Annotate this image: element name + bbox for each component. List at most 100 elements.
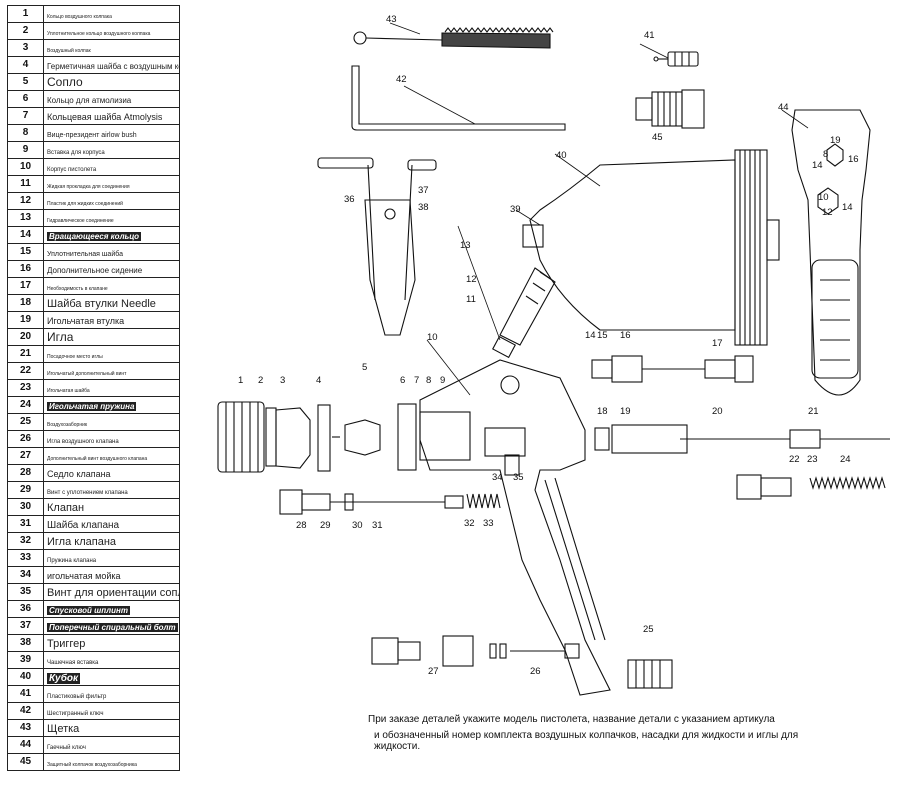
part-number: 33 (7, 549, 44, 567)
part-name-text: Игольчатая шайба (47, 388, 90, 394)
part-name: Вращающееся кольцо (43, 226, 180, 244)
wrench-mark: 8 (823, 149, 828, 160)
part-name: Игла (43, 328, 180, 346)
fluid-connection (492, 267, 556, 359)
part-name-text: Поперечный спиральный болт (47, 623, 178, 632)
part-name: Корпус пистолета (43, 158, 180, 176)
part-number: 35 (7, 583, 44, 601)
part-name: Кольцевая шайба Atmolysis (43, 107, 180, 125)
part-number: 5 (7, 73, 44, 91)
part-number: 24 (7, 396, 44, 414)
part-name-text: Игольчатая втулка (47, 316, 125, 326)
part-name: Кубок (43, 668, 180, 686)
part-number: 7 (7, 107, 44, 125)
air-valve-parts (591, 355, 754, 383)
part-name-text: Кубок (47, 673, 81, 684)
callout-36: 36 (344, 194, 355, 205)
part-name: Вставка для корпуса (43, 141, 180, 159)
part-name: Игла воздушного клапана (43, 430, 180, 448)
part-name-text: Кольцо воздушного колпака (47, 14, 112, 20)
part-name-text: Пластиковый фильтр (47, 694, 107, 700)
part-name-text: Игла воздушного клапана (47, 439, 119, 445)
part-name-text: Кольцевая шайба Atmolysis (47, 112, 163, 122)
part-name: игольчатая мойка (43, 566, 180, 584)
part-number: 18 (7, 294, 44, 312)
callout-5: 5 (362, 362, 367, 373)
part-number: 40 (7, 668, 44, 686)
callout-11: 11 (466, 294, 476, 305)
callout-44: 44 (778, 102, 789, 113)
part-number: 31 (7, 515, 44, 533)
part-number: 8 (7, 124, 44, 142)
callout-2: 2 (258, 375, 263, 386)
part-name: Сопло (43, 73, 180, 91)
callout-40: 40 (556, 150, 567, 161)
air-inlet (627, 659, 673, 689)
part-number: 25 (7, 413, 44, 431)
callout-42: 42 (396, 74, 407, 85)
callout-38: 38 (418, 202, 429, 213)
part-number: 36 (7, 600, 44, 618)
part-name-text: Вращающееся кольцо (47, 232, 142, 241)
paint-cup (522, 149, 780, 346)
part-name-text: Вице-президент airlow bush (47, 132, 137, 139)
callout-39: 39 (510, 204, 521, 215)
callout-27: 27 (428, 666, 439, 677)
part-number: 17 (7, 277, 44, 295)
part-name-text: Игла клапана (47, 536, 117, 548)
part-number: 30 (7, 498, 44, 516)
part-name: Кольцо воздушного колпака (43, 5, 180, 23)
part-number: 29 (7, 481, 44, 499)
callout-28: 28 (296, 520, 307, 531)
part-name: Поперечный спиральный болт (43, 617, 180, 635)
callout-23: 23 (807, 454, 818, 465)
part-name-text: Игольчатая пружина (47, 402, 137, 411)
part-name-text: Пружина клапана (47, 558, 97, 564)
callout-17: 17 (712, 338, 723, 349)
part-name: Уплотнительная шайба (43, 243, 180, 261)
part-name-text: Кольцо для атмолизиа (47, 96, 132, 105)
part-name-text: Шайба втулки Needle (47, 298, 156, 310)
part-name: Герметичная шайба с воздушным колпаком (43, 56, 180, 74)
part-name: Винт с уплотнением клапана (43, 481, 180, 499)
part-name: Игольчатая втулка (43, 311, 180, 329)
part-name: Кольцо для атмолизиа (43, 90, 180, 108)
part-number: 27 (7, 447, 44, 465)
part-name: Шестигранный ключ (43, 702, 180, 720)
exploded-view-diagram: 1234567891011121314151617181920212223242… (217, 14, 890, 696)
part-name: Спусковой шплинт (43, 600, 180, 618)
part-number: 1 (7, 5, 44, 23)
part-number: 34 (7, 566, 44, 584)
part-number: 21 (7, 345, 44, 363)
bottom-valve-parts (371, 635, 580, 667)
part-number: 15 (7, 243, 44, 261)
part-number: 44 (7, 736, 44, 754)
part-name-text: Жидкая прокладка для соединения (47, 184, 130, 190)
part-number: 39 (7, 651, 44, 669)
valve-parts (279, 489, 501, 515)
order-note-line1: При заказе деталей укажите модель пистол… (368, 714, 775, 725)
part-name: Дополнительное сидение (43, 260, 180, 278)
part-number: 45 (7, 753, 44, 771)
part-name-text: Уплотнительная шайба (47, 251, 123, 258)
part-name-text: Игла (47, 330, 74, 344)
callout-32: 32 (464, 518, 475, 529)
callout-1: 1 (238, 375, 243, 386)
callout-4: 4 (316, 375, 321, 386)
part-number: 41 (7, 685, 44, 703)
